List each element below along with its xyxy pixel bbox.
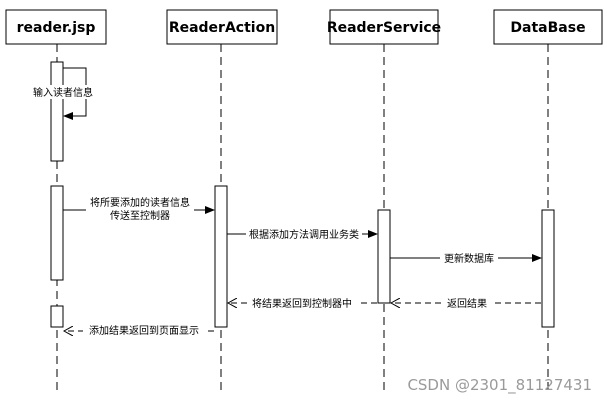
activation-reader-jsp-3 [50,305,64,328]
activation-reader-jsp-1 [50,61,64,162]
activation-reader-jsp-2 [50,185,64,281]
message-send-to-controller: 将所要添加的读者信息 传送至控制器 [63,196,215,222]
message-label: 更新数据库 [444,252,494,265]
participant-reader-jsp: reader.jsp [5,9,107,45]
message-label: 将结果返回到控制器中 [252,297,352,310]
participant-label: reader.jsp [17,20,96,36]
participant-reader-service: ReaderService [327,9,441,45]
message-call-service: 根据添加方法调用业务类 [227,227,378,241]
watermark: CSDN @2301_81127431 [407,376,592,395]
participant-label: ReaderAction [169,20,275,36]
message-input-reader-info: 输入读者信息 [30,67,96,120]
message-return-result: 返回结果 [391,296,541,310]
message-label: 输入读者信息 [33,86,93,99]
participant-database: DataBase [493,9,603,45]
message-update-db: 更新数据库 [390,251,542,265]
message-label: 添加结果返回到页面显示 [89,324,199,337]
activation-reader-service [377,209,391,304]
message-label: 根据添加方法调用业务类 [249,228,359,241]
activation-database [541,209,555,328]
participant-reader-action: ReaderAction [166,9,278,45]
activation-reader-action [214,185,228,328]
participant-label: ReaderService [327,20,441,36]
message-display-result: 添加结果返回到页面显示 [64,324,214,338]
participant-label: DataBase [510,20,585,36]
message-label-line-2: 传送至控制器 [110,209,170,222]
message-return-to-controller: 将结果返回到控制器中 [228,296,377,310]
message-label-line-1: 将所要添加的读者信息 [90,196,190,209]
message-label: 返回结果 [447,297,487,310]
